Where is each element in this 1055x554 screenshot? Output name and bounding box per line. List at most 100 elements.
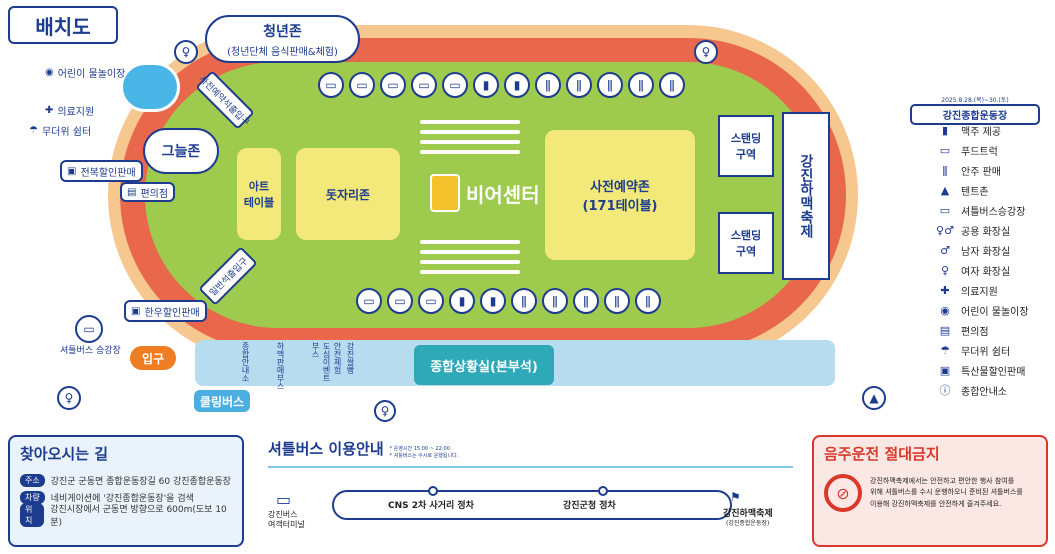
beer-icon: ▮ — [473, 72, 499, 98]
control-room[interactable]: 종합상황실(본부석) — [414, 345, 554, 385]
snack-icon: ǁ — [535, 72, 561, 98]
shuttle-panel: 셔틀버스 이용안내 * 운영시간 15:00 ~ 22:00 * 셔틀버스는 수… — [268, 438, 793, 548]
direction-tag: 위치 — [20, 502, 45, 527]
snack-icon: ǁ — [604, 288, 630, 314]
legend-item: ✚의료지원 — [937, 280, 1052, 300]
reserved-zone-label: 사전예약존 (171테이블) — [582, 180, 658, 214]
shuttle-stop2: 강진군청 정차 — [563, 501, 616, 511]
medical-text: 의료지원 — [57, 106, 95, 118]
tent-icon: ▲ — [940, 183, 950, 197]
standing-bottom-label: 스탠딩 구역 — [730, 229, 762, 258]
standing-zone-bottom[interactable]: 스탠딩 구역 — [718, 212, 774, 274]
standing-zone-top[interactable]: 스탠딩 구역 — [718, 115, 774, 177]
shuttle-end-sub: (강진종합운동장) — [726, 520, 770, 527]
booth-rice-bread: 강진쌀빵 — [346, 342, 355, 374]
entrance-badge[interactable]: 입구 — [130, 346, 176, 370]
youth-zone-desc: (청년단체 음식판매&체험) — [227, 47, 338, 58]
food-truck-icon: ▭ — [356, 288, 382, 314]
snack-icon: ǁ — [628, 72, 654, 98]
tent-icon: ▲ — [862, 386, 886, 410]
info-icon: ⓘ — [939, 384, 951, 397]
snack-icon: ǁ — [635, 288, 661, 314]
snack-icon: ǁ — [942, 163, 948, 177]
convenience-label[interactable]: ▤편의점 — [120, 182, 176, 202]
reserved-zone[interactable]: 사전예약존 (171테이블) — [545, 130, 695, 260]
main-stage[interactable]: 강진하맥축제 — [782, 112, 830, 280]
restroom-icon: ♀ — [57, 386, 81, 410]
shade-zone[interactable]: 그늘존 — [143, 128, 219, 174]
cooling-bus-label: 쿨링버스 — [199, 394, 245, 409]
bag-icon: ▣ — [67, 165, 77, 177]
food-truck-icon: ▭ — [318, 72, 344, 98]
store-icon: ▤ — [127, 186, 137, 198]
direction-text: 네비게이션에 '강진종합운동장'을 검색 — [50, 494, 194, 504]
food-truck-icon: ▭ — [442, 72, 468, 98]
legend-label: 편의점 — [961, 326, 989, 338]
medical-icon: ✚ — [45, 104, 54, 116]
hanwoo-sale-label[interactable]: ▣한우할인판매 — [124, 300, 207, 322]
bag-icon: ▣ — [939, 363, 951, 377]
snack-icon: ǁ — [573, 288, 599, 314]
table-rows-bottom — [420, 240, 520, 274]
bus-icon: ▭ — [75, 315, 103, 343]
event-banner: 2025.8.28.(목)~30.(토) 강진종합운동장 — [910, 95, 1040, 125]
shuttle-route-loop — [332, 490, 732, 520]
food-truck-icon: ▭ — [349, 72, 375, 98]
shelter-icon: ☂ — [940, 343, 950, 357]
restroom-icon: ♀ — [174, 40, 198, 64]
art-table-zone[interactable]: 아트 테이블 — [237, 148, 281, 240]
legend-item: ▮맥주 제공 — [937, 120, 1052, 140]
table-rows-top — [420, 120, 520, 154]
route-stop-dot — [428, 486, 438, 496]
restroom-icon: ♀ — [694, 40, 718, 64]
direction-tag: 주소 — [20, 474, 45, 487]
youth-zone[interactable]: 청년존 (청년단체 음식판매&체험) — [205, 15, 360, 63]
female-icon: ♀ — [374, 400, 396, 422]
snack-icon: ǁ — [597, 72, 623, 98]
direction-tag: 차량 — [20, 491, 45, 504]
standing-top-label: 스탠딩 구역 — [730, 132, 762, 161]
jeonbuk-sale-text: 전복할인판매 — [80, 167, 136, 179]
legend-label: 공용 화장실 — [961, 226, 1011, 238]
bus-icon: ▭ — [939, 203, 951, 217]
direction-row: 주소 강진군 군동면 종합운동장길 60 강진종합운동장 — [20, 472, 232, 489]
food-truck-icon: ▭ — [418, 288, 444, 314]
beer-center-label: 비어센터 — [466, 182, 540, 207]
male-icon: ♂ — [940, 243, 950, 257]
booth-beer-sale: 하맥판매부스 — [276, 342, 285, 390]
legend-label: 푸드트럭 — [961, 146, 998, 158]
water-park-label: ◉어린이 물놀이장 — [40, 62, 130, 82]
control-room-label: 종합상황실(본부석) — [430, 359, 538, 375]
legend-item: ⓘ 종합안내소 — [937, 380, 1052, 400]
legend-item: ▣특산물할인판매 — [937, 360, 1052, 380]
cooling-bus[interactable]: 쿨링버스 — [194, 390, 250, 412]
legend-label: 의료지원 — [961, 286, 998, 298]
no-drink-line1: 강진하맥축제에서는 안전하고 편안한 행사 참여를 — [870, 477, 1015, 486]
legend-item: ▭푸드트럭 — [937, 140, 1052, 160]
stage-label: 강진하맥축제 — [798, 154, 814, 238]
route-stop-dot — [598, 486, 608, 496]
directions-title: 찾아오시는 길 — [20, 445, 109, 463]
legend-label: 종합안내소 — [961, 386, 1007, 398]
beer-center[interactable]: 비어센터 — [430, 158, 540, 228]
food-truck-icon: ▭ — [387, 288, 413, 314]
legend-label: 셔틀버스승강장 — [961, 206, 1026, 218]
entrance-label: 입구 — [141, 351, 165, 366]
shelter-text: 무더위 쉼터 — [41, 126, 92, 138]
legend-item: ▤ 편의점 — [937, 320, 1052, 340]
no-drink-line2: 위해 셔틀버스를 수시 운행하오니 준비된 셔틀버스를 — [870, 488, 1023, 497]
snack-icon: ǁ — [542, 288, 568, 314]
jeonbuk-sale-label[interactable]: ▣전복할인판매 — [60, 160, 143, 182]
water-park-text: 어린이 물놀이장 — [57, 68, 126, 80]
direction-text: 강진시장에서 군동면 방향으로 600m(도보 10분) — [50, 504, 227, 528]
shuttle-stop1: CNS 2차 사거리 정차 — [388, 501, 474, 511]
direction-text: 강진군 군동면 종합운동장길 60 강진종합운동장 — [50, 477, 231, 487]
store-icon: ▤ — [939, 323, 951, 337]
mat-zone[interactable]: 돗자리존 — [296, 148, 400, 240]
legend-item: ◉어린이 물놀이장 — [937, 300, 1052, 320]
no-drinking-icon: ⊘ — [824, 474, 862, 512]
legend-item: ☂무더위 쉼터 — [937, 340, 1052, 360]
